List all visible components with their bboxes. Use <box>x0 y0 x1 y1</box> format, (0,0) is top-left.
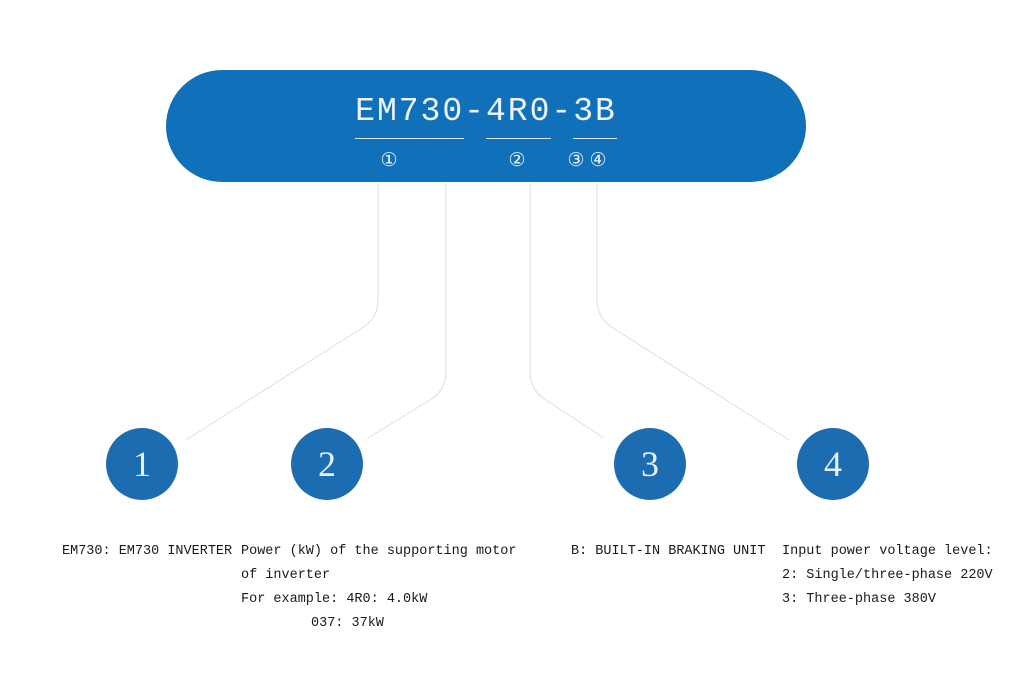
model-segment-6: B <box>595 93 617 139</box>
marker-1: ① <box>380 149 398 171</box>
model-segment-1: EM730 <box>355 93 465 139</box>
caption-1: EM730: EM730 INVERTER <box>62 540 232 564</box>
model-segment-2: - <box>464 93 486 130</box>
model-segment-5: 3 <box>573 93 596 139</box>
caption-4-line-2: 2: Single/three-phase 220V <box>782 568 993 583</box>
caption-1-line-1: EM730: EM730 INVERTER <box>62 544 233 559</box>
caption-4: Input power voltage level: 2: Single/thre… <box>782 540 993 612</box>
node-1: 1 <box>106 428 178 500</box>
caption-2-line-4: 037: 37kW <box>311 616 384 631</box>
marker-4: ④ <box>589 149 607 171</box>
caption-2: Power (kW) of the supporting motor of inv… <box>241 540 516 636</box>
marker-2: ② <box>508 149 526 171</box>
model-segment-3: 4R0 <box>485 93 552 139</box>
caption-2-line-3: For example: 4R0: 4.0kW <box>241 592 428 607</box>
model-code-text: EM730-4R0-3B <box>166 92 806 139</box>
connector-line-2 <box>367 183 447 439</box>
caption-2-line-1: Power (kW) of the supporting motor <box>241 544 517 559</box>
node-2: 2 <box>291 428 363 500</box>
node-4: 4 <box>797 428 869 500</box>
model-segment-4: - <box>551 93 574 130</box>
connector-line-3 <box>529 183 605 439</box>
marker-3: ③ <box>567 149 585 171</box>
node-3: 3 <box>614 428 686 500</box>
caption-4-line-1: Input power voltage level: <box>782 544 993 559</box>
caption-2-line-2: of inverter <box>241 568 331 583</box>
caption-3-line-1: B: BUILT-IN BRAKING UNIT <box>571 544 766 559</box>
connector-line-4 <box>596 183 790 441</box>
caption-4-line-3: 3: Three-phase 380V <box>782 592 936 607</box>
connector-line-1 <box>185 183 379 441</box>
caption-3: B: BUILT-IN BRAKING UNIT <box>571 540 765 564</box>
